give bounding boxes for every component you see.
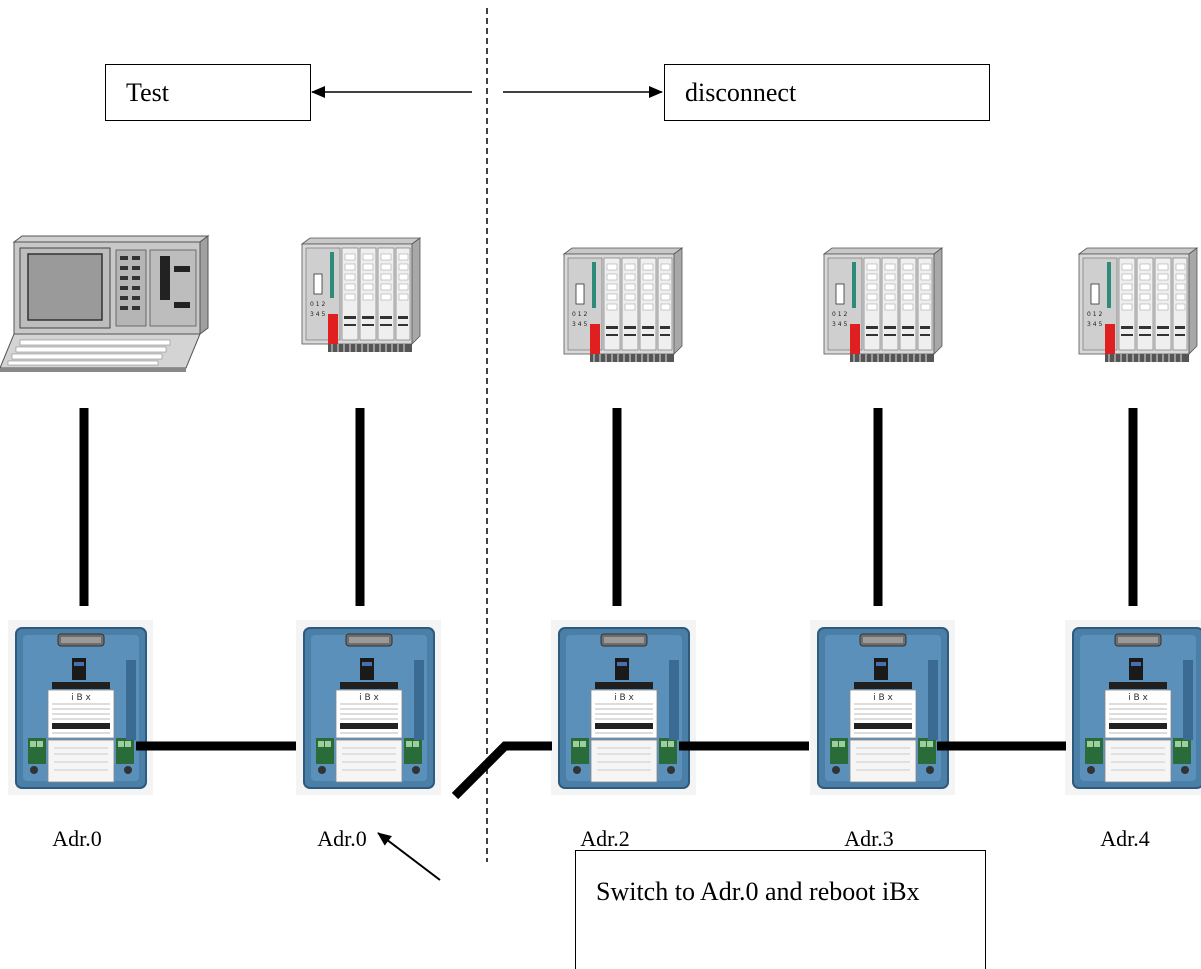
plc-rack-3 [821, 245, 943, 365]
bus-cable-disconnected [451, 741, 552, 800]
ibx-module-4 [809, 619, 956, 796]
callout-arrow [377, 832, 441, 881]
ibx-module-5 [1064, 619, 1201, 796]
plc-rack-1 [299, 235, 421, 355]
callout-box: Switch to Adr.0 and reboot iBx [575, 850, 986, 969]
address-label-1: Adr.0 [52, 826, 102, 851]
test-label: Test [126, 77, 169, 107]
address-label-2: Adr.0 [317, 826, 367, 851]
disconnect-label-box: disconnect [664, 64, 990, 121]
disconnect-label: disconnect [685, 77, 797, 107]
address-label-5: Adr.4 [1100, 826, 1150, 851]
computer-terminal [0, 235, 209, 373]
ibx-module-2 [295, 619, 442, 796]
plc-rack-4 [1076, 245, 1198, 365]
callout-text: Switch to Adr.0 and reboot iBx [596, 877, 920, 906]
address-label-4: Adr.3 [844, 826, 894, 851]
address-label-3: Adr.2 [580, 826, 630, 851]
plc-rack-2 [561, 245, 683, 365]
ibx-module-3 [550, 619, 697, 796]
ibx-module-1 [7, 619, 154, 796]
test-label-box: Test [105, 64, 311, 121]
